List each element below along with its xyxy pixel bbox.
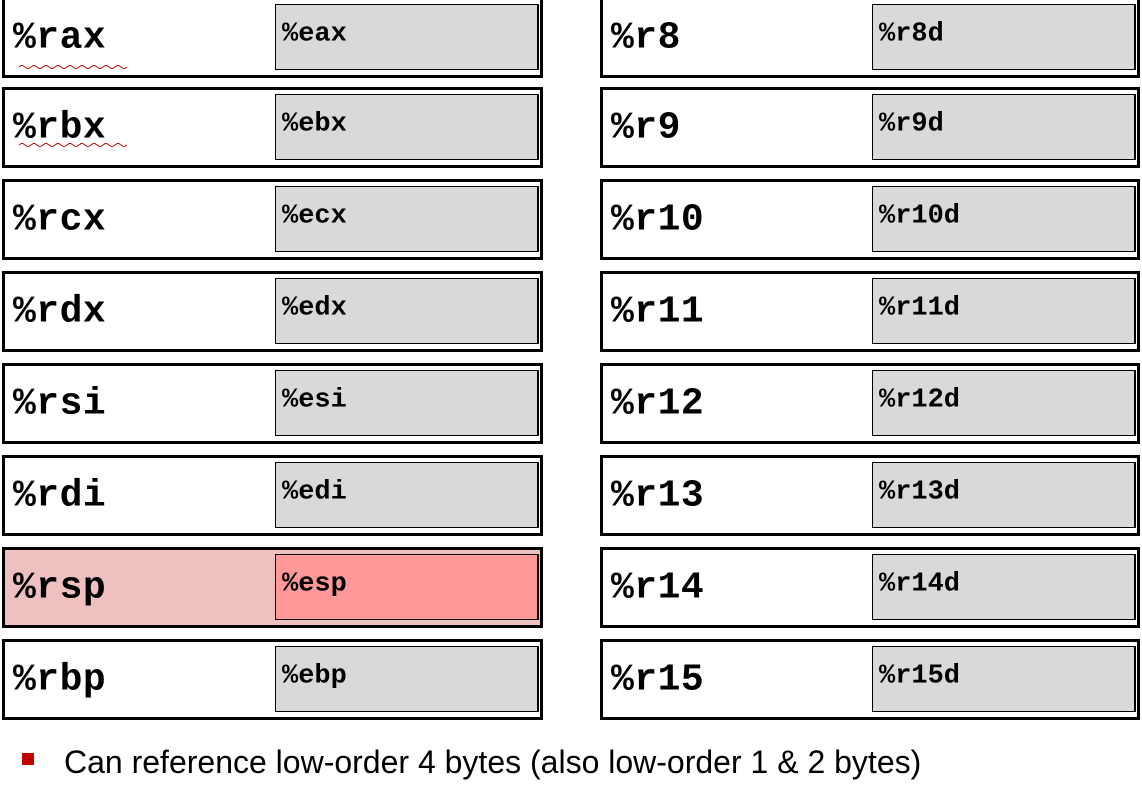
bullet-point: Can reference low-order 4 bytes (also lo…: [22, 740, 921, 784]
square-bullet-icon: [22, 753, 34, 765]
sub-register-r8d: %r8d: [872, 4, 1136, 70]
register-r15: %r15 %r15d: [600, 639, 1140, 720]
register-name: %r9: [611, 106, 681, 149]
register-name: %rdi: [13, 474, 107, 517]
sub-register-name: %r9d: [879, 109, 944, 140]
sub-register-name: %r10d: [879, 201, 961, 232]
register-name: %r11: [611, 290, 705, 333]
sub-register-esp: %esp: [275, 554, 539, 620]
sub-register-name: %ecx: [282, 201, 347, 232]
register-rbx: %rbx %ebx: [2, 87, 543, 168]
register-rax: %rax %eax: [2, 0, 543, 78]
register-name: %r14: [611, 566, 705, 609]
register-r13: %r13 %r13d: [600, 455, 1140, 536]
register-rsp: %rsp %esp: [2, 547, 543, 628]
sub-register-name: %r14d: [879, 569, 961, 600]
sub-register-name: %r8d: [879, 19, 944, 50]
register-name: %rbp: [13, 658, 107, 701]
sub-register-r15d: %r15d: [872, 646, 1136, 712]
register-name: %rsi: [13, 382, 107, 425]
register-name: %rdx: [13, 290, 107, 333]
sub-register-edi: %edi: [275, 462, 539, 528]
sub-register-esi: %esi: [275, 370, 539, 436]
sub-register-name: %eax: [282, 19, 347, 50]
sub-register-edx: %edx: [275, 278, 539, 344]
register-name: %r8: [611, 16, 681, 59]
register-rdi: %rdi %edi: [2, 455, 543, 536]
register-r14: %r14 %r14d: [600, 547, 1140, 628]
register-name: %rax: [13, 16, 107, 59]
sub-register-name: %ebx: [282, 109, 347, 140]
register-name: %rbx: [13, 106, 107, 149]
spellcheck-squiggle: [19, 143, 127, 147]
register-name: %r15: [611, 658, 705, 701]
register-name: %r12: [611, 382, 705, 425]
sub-register-name: %esi: [282, 385, 347, 416]
sub-register-name: %ebp: [282, 661, 347, 692]
register-r10: %r10 %r10d: [600, 179, 1140, 260]
sub-register-name: %r13d: [879, 477, 961, 508]
register-rcx: %rcx %ecx: [2, 179, 543, 260]
sub-register-name: %r11d: [879, 293, 961, 324]
register-name: %rsp: [13, 566, 107, 609]
sub-register-r9d: %r9d: [872, 94, 1136, 160]
sub-register-name: %r15d: [879, 661, 961, 692]
register-rdx: %rdx %edx: [2, 271, 543, 352]
register-r9: %r9 %r9d: [600, 87, 1140, 168]
sub-register-eax: %eax: [275, 4, 539, 70]
sub-register-ebx: %ebx: [275, 94, 539, 160]
sub-register-r11d: %r11d: [872, 278, 1136, 344]
sub-register-r14d: %r14d: [872, 554, 1136, 620]
sub-register-r10d: %r10d: [872, 186, 1136, 252]
register-name: %r10: [611, 198, 705, 241]
register-r11: %r11 %r11d: [600, 271, 1140, 352]
bullet-text: Can reference low-order 4 bytes (also lo…: [64, 743, 922, 780]
register-name: %r13: [611, 474, 705, 517]
register-rbp: %rbp %ebp: [2, 639, 543, 720]
spellcheck-squiggle: [19, 65, 127, 69]
sub-register-ebp: %ebp: [275, 646, 539, 712]
register-name: %rcx: [13, 198, 107, 241]
sub-register-name: %esp: [282, 569, 347, 600]
sub-register-name: %edx: [282, 293, 347, 324]
sub-register-ecx: %ecx: [275, 186, 539, 252]
sub-register-r12d: %r12d: [872, 370, 1136, 436]
register-rsi: %rsi %esi: [2, 363, 543, 444]
sub-register-name: %r12d: [879, 385, 961, 416]
register-r12: %r12 %r12d: [600, 363, 1140, 444]
register-r8: %r8 %r8d: [600, 0, 1140, 78]
sub-register-name: %edi: [282, 477, 347, 508]
sub-register-r13d: %r13d: [872, 462, 1136, 528]
